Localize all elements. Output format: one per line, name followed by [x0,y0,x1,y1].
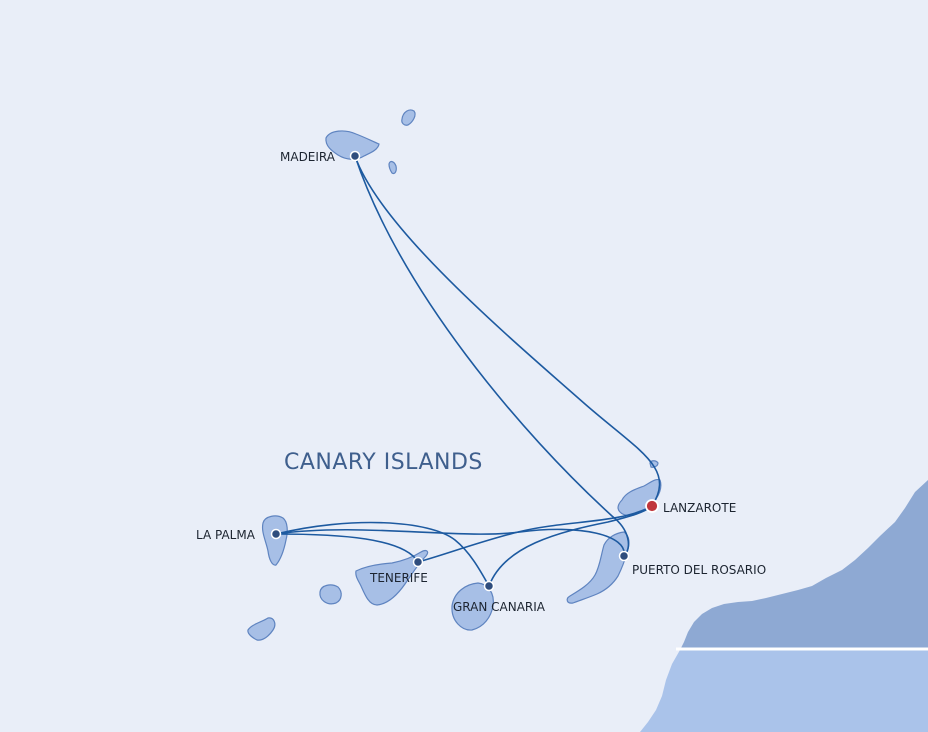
port-marker-lanzarote-start[interactable] [645,499,659,513]
route-la-palma-gran-canaria [275,521,490,587]
island-la-palma [261,515,288,566]
port-label-puerto-del-rosario: PUERTO DEL ROSARIO [632,563,766,577]
island-porto-santo [401,109,416,126]
port-marker-puerto-del-rosario[interactable] [618,550,630,562]
island-tenerife [355,550,429,606]
island-desertas [388,160,397,175]
island-madeira [325,130,380,160]
port-label-gran-canaria: GRAN CANARIA [453,600,546,614]
route-lanzarote-tenerife [417,505,653,563]
route-gran-canaria-lanzarote [488,505,653,587]
port-label-la-palma: LA PALMA [196,528,256,542]
route-lanzarote-madeira [354,155,661,507]
port-marker-tenerife[interactable] [412,556,424,568]
island-gran-canaria [451,582,494,631]
port-label-lanzarote: LANZAROTE [663,501,736,515]
port-label-madeira: MADEIRA [280,150,336,164]
port-marker-la-palma[interactable] [270,528,282,540]
port-label-tenerife: TENERIFE [369,571,428,585]
region-label: CANARY ISLANDS [284,450,483,475]
route-tenerife-la-palma [275,533,419,563]
route-puerto-del-rosario-la-palma [275,528,625,557]
mainland-africa-south [640,650,928,732]
island-el-hierro [247,617,276,641]
mainland-africa-north [680,480,928,650]
route-madeira-puerto-del-rosario [354,155,630,557]
port-marker-madeira[interactable] [349,150,361,162]
port-marker-gran-canaria[interactable] [483,580,495,592]
island-la-gomera [319,584,342,605]
